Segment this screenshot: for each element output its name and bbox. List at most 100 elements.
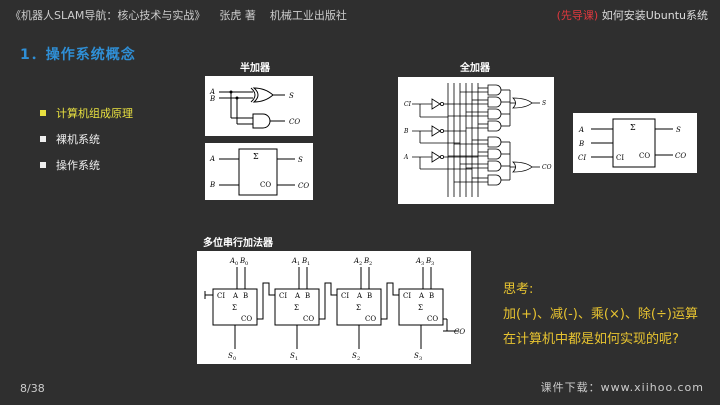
serial-cell2-s: S [352, 352, 357, 360]
full-adder-gate-diagram: CI B A S CO [398, 77, 554, 204]
serial-adder-svg: A 0 B 0 A 1 B 1 A 2 B 2 A 3 B 3 CI A B Σ… [204, 257, 465, 362]
full-gate-label-co: CO [542, 164, 552, 171]
serial-cell0-s: S [228, 352, 233, 360]
serial-cell3-a-sub: 3 [421, 261, 424, 267]
top-bar: 《机器人SLAM导航：核心技术与实战》 张虎 著 机械工业出版社 (先导课) 如… [0, 0, 720, 28]
full-gate-label-a: A [403, 154, 409, 161]
serial-cell2-sigma: Σ [356, 304, 361, 312]
serial-cell0-a-in: A [232, 292, 239, 300]
serial-cell0-a-sub: 0 [235, 261, 238, 267]
half-adder-block-diagram: A B Σ CO S CO [205, 143, 313, 200]
full-gate-label-b: B [403, 128, 409, 135]
full-block-sigma: Σ [630, 123, 636, 132]
full-adder-block-diagram: A B CI Σ CI CO S CO [573, 113, 697, 173]
bullet-item-operating-system[interactable]: 操作系统 [40, 152, 133, 178]
publisher: 机械工业出版社 [269, 9, 347, 22]
think-prompt: 思考: 加(+)、减(-)、乘(×)、除(÷)运算 在计算机中都是如何实现的呢? [503, 277, 698, 352]
half-block-label-a: A [209, 155, 215, 163]
bullet-square-icon [40, 162, 46, 168]
serial-cell1-sigma: Σ [294, 304, 299, 312]
bullet-square-icon [40, 136, 46, 142]
serial-cell3-a-in: A [418, 292, 425, 300]
full-adder-gate-svg: CI B A S CO [403, 83, 552, 197]
half-block-label-s: S [298, 156, 303, 164]
download-link[interactable]: 课件下载：www.xiihoo.com [540, 381, 704, 394]
think-line-1: 加(+)、减(-)、乘(×)、除(÷)运算 [503, 307, 698, 322]
full-gate-label-ci: CI [404, 101, 412, 108]
half-gate-label-b: B [209, 95, 215, 103]
serial-cell1-ci: CI [279, 292, 287, 300]
serial-cell0-s-sub: 0 [233, 356, 236, 362]
half-adder-gate-diagram: A B S CO [205, 76, 313, 136]
next-lesson-title: 如何安装Ubuntu系统 [601, 9, 708, 22]
serial-adder-title: 多位串行加法器 [203, 238, 273, 249]
half-gate-label-a: A [209, 88, 215, 96]
serial-cell3-co: CO [427, 315, 438, 323]
half-adder-block-svg: A B Σ CO S CO [209, 148, 309, 196]
serial-adder-diagram: A 0 B 0 A 1 B 1 A 2 B 2 A 3 B 3 CI A B Σ… [197, 251, 471, 364]
serial-cell3-sigma: Σ [418, 304, 423, 312]
serial-cell0-ci: CI [217, 292, 225, 300]
serial-cell1-b-in: B [305, 292, 310, 300]
serial-cell2-b-in: B [367, 292, 372, 300]
serial-cell1-co: CO [303, 315, 314, 323]
bullet-square-icon [40, 110, 46, 116]
book-title: 《机器人SLAM导航：核心技术与实战》 [10, 9, 206, 22]
half-adder-title: 半加器 [240, 63, 270, 74]
full-adder-block-svg: A B CI Σ CI CO S CO [578, 118, 686, 168]
serial-cell3-ci: CI [403, 292, 411, 300]
bullet-label: 裸机系统 [56, 133, 100, 146]
think-line-2: 在计算机中都是如何实现的呢? [503, 332, 679, 347]
serial-cell2-a: A [353, 257, 359, 265]
half-block-sigma: Σ [253, 152, 259, 161]
serial-cell0-b-sub: 0 [245, 261, 248, 267]
serial-cell1-s-sub: 1 [295, 356, 298, 362]
section-title: 1．操作系统概念 [20, 47, 136, 63]
serial-cell0-b-in: B [243, 292, 248, 300]
serial-cell2-s-sub: 2 [357, 356, 360, 362]
serial-cell2-b: B [363, 257, 369, 265]
serial-cell3-b: B [425, 257, 431, 265]
bullet-label: 计算机组成原理 [56, 107, 133, 120]
serial-cell3-s-sub: 3 [419, 356, 422, 362]
serial-cell2-a-in: A [356, 292, 363, 300]
half-block-label-co: CO [298, 182, 309, 190]
serial-cell2-a-sub: 2 [359, 261, 362, 267]
half-gate-label-co: CO [289, 118, 300, 126]
serial-cell1-a-sub: 1 [297, 261, 300, 267]
serial-cell1-a-in: A [294, 292, 301, 300]
full-block-label-ci: CI [578, 154, 586, 162]
serial-cell2-co: CO [365, 315, 376, 323]
serial-cell3-b-sub: 3 [431, 261, 434, 267]
serial-cell1-s: S [290, 352, 295, 360]
serial-cell3-s: S [414, 352, 419, 360]
page-number: 8/38 [20, 382, 45, 395]
full-block-ci-inner: CI [616, 154, 624, 162]
serial-cell1-a: A [291, 257, 297, 265]
serial-cell0-co: CO [241, 315, 252, 323]
serial-out-co: CO [454, 328, 465, 336]
half-adder-gate-svg: A B S CO [209, 87, 300, 129]
full-block-label-a: A [578, 126, 584, 134]
full-block-label-s: S [676, 126, 681, 134]
bullet-list: 计算机组成原理 裸机系统 操作系统 [40, 100, 133, 178]
full-block-co-inner: CO [639, 152, 650, 160]
bullet-label: 操作系统 [56, 159, 100, 172]
full-block-label-b: B [578, 140, 584, 148]
bullet-item-computer-organization[interactable]: 计算机组成原理 [40, 100, 133, 126]
full-block-label-co: CO [675, 152, 686, 160]
book-info: 《机器人SLAM导航：核心技术与实战》 张虎 著 机械工业出版社 [10, 7, 347, 23]
serial-cell0-sigma: Σ [232, 304, 237, 312]
think-title: 思考: [503, 282, 534, 297]
serial-cell3-a: A [415, 257, 421, 265]
half-block-label-b: B [209, 181, 215, 189]
bullet-item-bare-metal[interactable]: 裸机系统 [40, 126, 133, 152]
serial-cell1-b-sub: 1 [307, 261, 310, 267]
full-gate-label-s: S [542, 100, 546, 107]
author: 张虎 著 [219, 9, 256, 22]
half-gate-label-s: S [289, 92, 294, 100]
serial-cell0-a: A [229, 257, 235, 265]
half-block-co-inner: CO [260, 181, 271, 189]
next-lesson-link[interactable]: (先导课) 如何安装Ubuntu系统 [557, 7, 708, 23]
serial-cell0-b: B [239, 257, 245, 265]
